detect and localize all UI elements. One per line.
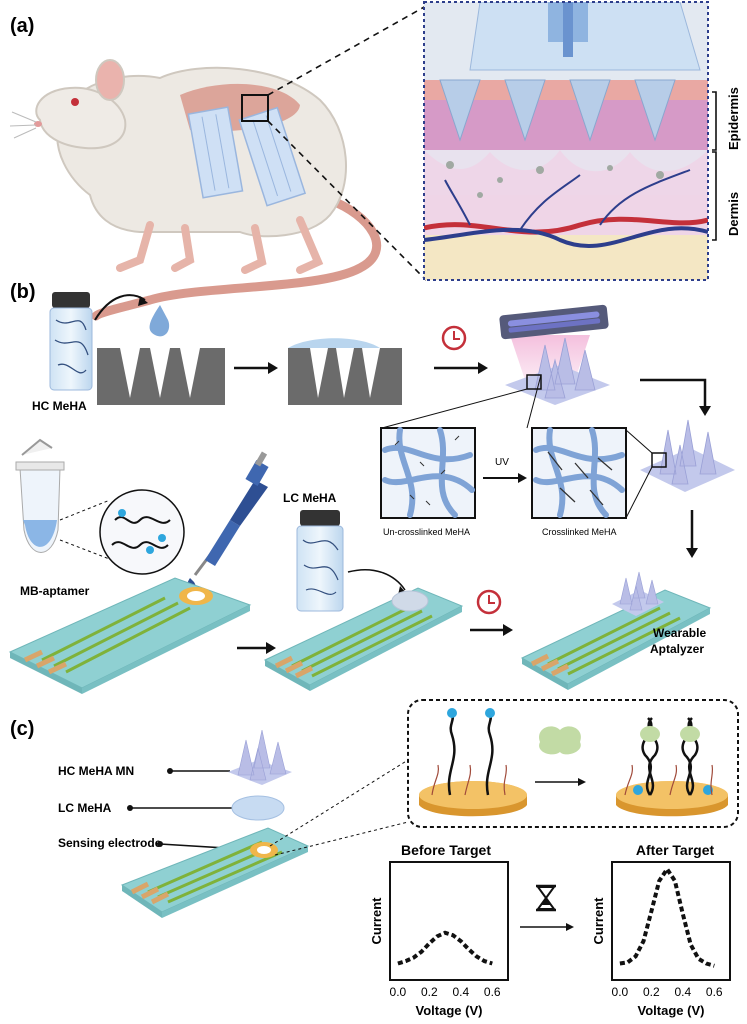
chart-title-before: Before Target <box>401 842 491 858</box>
mb-aptamer-label: MB-aptamer <box>20 584 90 598</box>
zoom-box-b2 <box>651 452 667 468</box>
arrow-b3 <box>640 378 707 408</box>
microneedle-patch-crosslinked <box>640 419 735 492</box>
uncrosslinked-network <box>380 427 476 519</box>
uncrosslinked-label: Un-crosslinked MeHA <box>383 527 470 537</box>
lc-meha-label-b: LC MeHA <box>283 491 337 505</box>
electrode-strip-3 <box>520 571 712 690</box>
skin-cross-section <box>423 1 709 281</box>
chart-curve-before <box>397 930 493 966</box>
clock-icon-2 <box>476 589 502 615</box>
mechanism-box <box>407 699 739 828</box>
chart-after-target: After Target Current Voltage (V) 0.0 0.2 0… <box>591 842 731 1018</box>
wearable-label-1: Wearable <box>653 626 706 640</box>
x-tick-label: 0.6 <box>484 985 501 999</box>
lc-meha-layer <box>231 795 285 821</box>
chart-ylabel-before: Current <box>369 897 384 945</box>
zoom-line-top <box>267 5 427 96</box>
chart-before-target: Before Target Current Voltage (V) 0.0 0.2… <box>369 842 509 1018</box>
exploded-mn-patch <box>228 729 292 785</box>
electrode-strip-1 <box>8 577 252 694</box>
dermis-bracket <box>712 151 717 241</box>
zoom-box-b <box>526 374 542 390</box>
x-tick-label: 0.4 <box>452 985 469 999</box>
chart-frame-before <box>389 861 509 981</box>
crosslinked-label: Crosslinked MeHA <box>542 527 617 537</box>
chart-frame-after <box>611 861 731 981</box>
dermis-label: Dermis <box>726 192 741 236</box>
x-tick-label: 0.4 <box>674 985 691 999</box>
chart-curve-after <box>619 865 715 968</box>
pipette-icon <box>193 451 269 576</box>
panel-label-c: (c) <box>10 718 34 740</box>
chart-title-after: After Target <box>636 842 715 858</box>
x-tick-label: 0.0 <box>612 985 629 999</box>
crosslinked-network <box>531 427 627 519</box>
droplet-icon <box>149 305 170 337</box>
rat-illustration <box>9 59 382 321</box>
aptamer-tube <box>15 438 65 553</box>
x-tick-label: 0.2 <box>643 985 660 999</box>
zoom-line-bottom <box>267 120 427 281</box>
aptamer-zoom-circle <box>99 489 185 575</box>
x-tick-label: 0.0 <box>390 985 407 999</box>
chart-xlabel-after: Voltage (V) <box>638 1003 705 1018</box>
epidermis-label: Epidermis <box>726 87 741 150</box>
epidermis-bracket <box>712 91 717 151</box>
hc-meha-vial <box>49 292 93 391</box>
chart-ylabel-after: Current <box>591 897 606 945</box>
microneedle-patch-uv <box>505 337 610 405</box>
x-tick-label: 0.2 <box>421 985 438 999</box>
hc-meha-mn-label: HC MeHA MN <box>58 764 134 778</box>
lc-meha-label-c: LC MeHA <box>58 801 112 815</box>
panel-label-a: (a) <box>10 15 34 37</box>
wearable-label-2: Aptalyzer <box>650 642 704 656</box>
lc-meha-vial <box>296 510 344 612</box>
mold-filled <box>288 338 402 405</box>
electrode-strip-c <box>120 827 310 918</box>
curve-arrow-2 <box>347 568 406 591</box>
clock-icon <box>441 325 467 351</box>
hc-meha-label: HC MeHA <box>32 399 87 413</box>
x-tick-label: 0.6 <box>706 985 723 999</box>
chart-xlabel-before: Voltage (V) <box>416 1003 483 1018</box>
mold-empty <box>97 348 225 405</box>
hourglass-icon <box>536 884 556 912</box>
sensing-electrode-label: Sensing electrode <box>58 836 162 850</box>
panel-label-b: (b) <box>10 281 36 303</box>
electrode-strip-2 <box>263 587 464 691</box>
uv-label: UV <box>495 457 509 468</box>
